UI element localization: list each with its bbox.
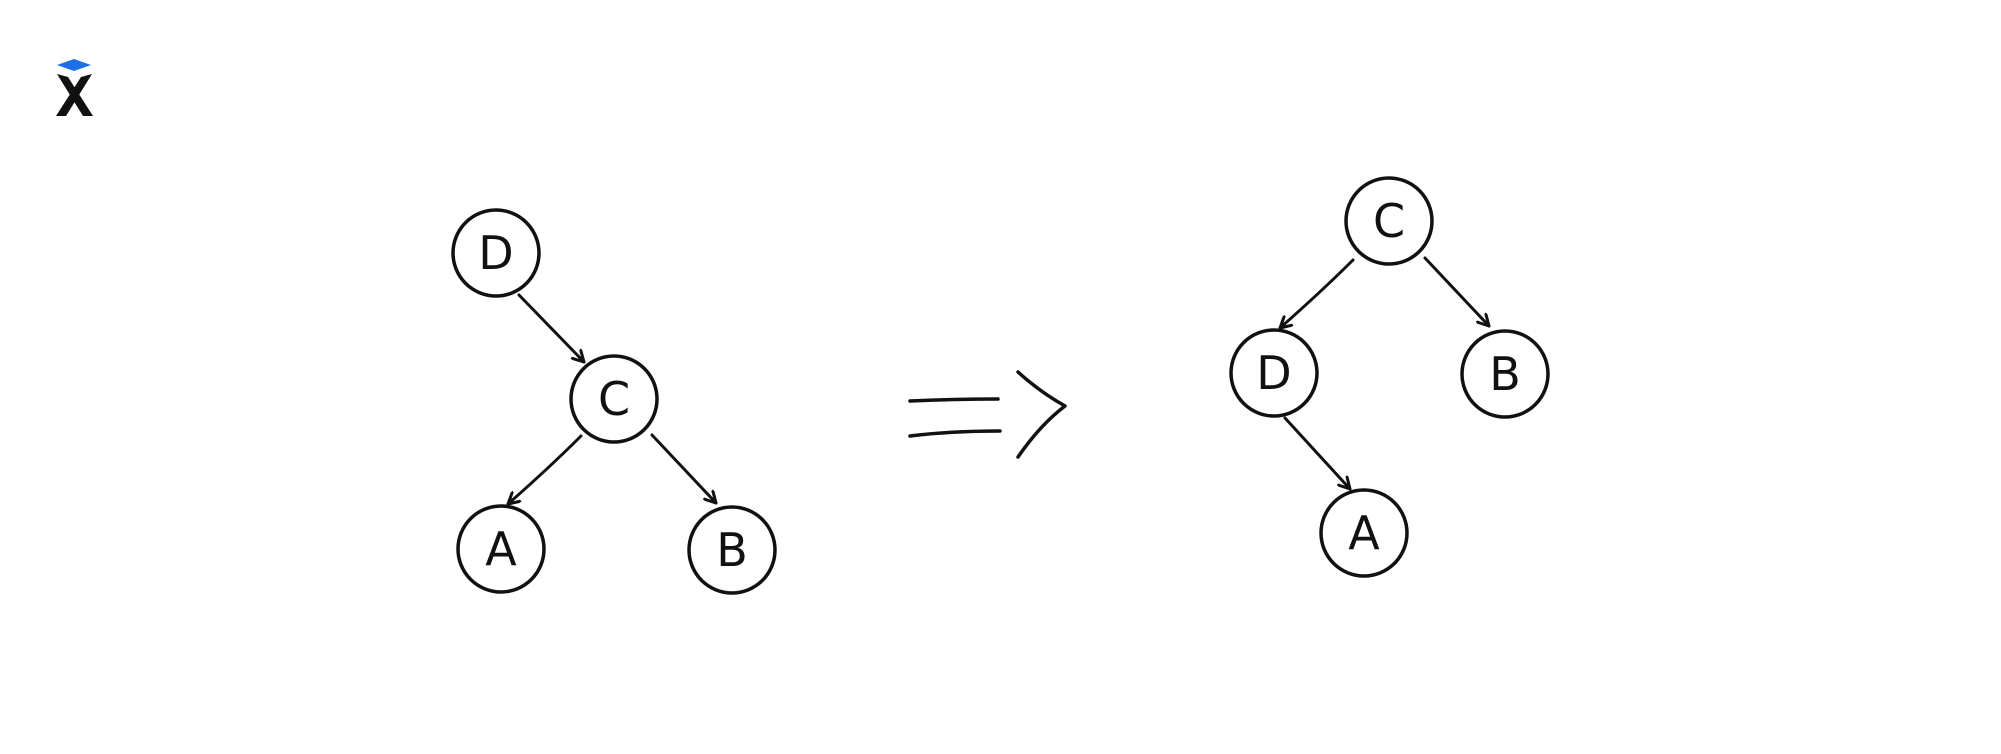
node-d: D [451,208,541,298]
node-label: A [485,522,517,576]
edge-d-c [517,293,586,364]
node-b: B [687,505,777,595]
excalidraw-logo-icon [56,59,93,116]
edge-c-d [1278,258,1355,330]
node-a: A [456,504,546,594]
node-label: A [1348,506,1380,560]
edge-d-a [1283,416,1352,491]
node-label: B [1489,347,1521,401]
node-a: A [1319,488,1409,578]
node-d: D [1229,328,1319,418]
implies-arrow-icon [908,370,1067,459]
node-c: C [1344,176,1434,266]
edge-c-b [650,433,718,505]
node-c: C [569,354,659,444]
node-label: B [716,523,748,577]
edge-c-b [1423,256,1491,328]
node-label: C [1373,194,1405,248]
before-tree: D C A B [451,208,777,595]
node-label: D [478,226,513,280]
edge-c-a [506,434,583,506]
after-tree: C D B A [1229,176,1550,578]
node-label: D [1256,346,1291,400]
node-label: C [598,372,630,426]
node-b: B [1460,329,1550,419]
